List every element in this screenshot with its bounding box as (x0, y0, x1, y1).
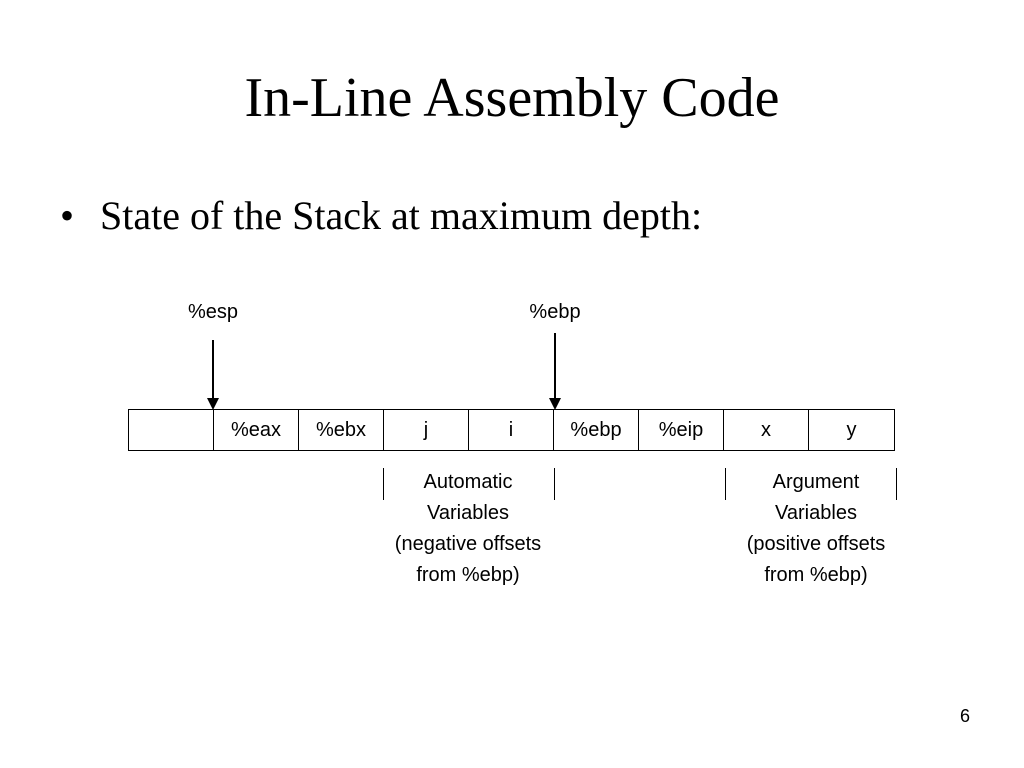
esp-arrow-head-icon (207, 398, 219, 410)
ebp-arrow-line (554, 333, 556, 398)
bullet-text: State of the Stack at maximum depth: (100, 193, 703, 238)
stack-cell (129, 410, 214, 450)
bullet-item: • State of the Stack at maximum depth: (60, 190, 702, 242)
stack-frame: %eax %ebx j i %ebp %eip x y (128, 409, 895, 451)
argument-region-left-bracket (725, 468, 726, 500)
stack-cell: x (724, 410, 809, 450)
page-number: 6 (959, 706, 970, 726)
stack-cell: %ebp (554, 410, 639, 450)
automatic-variables-label: Automatic Variables (negative offsets fr… (394, 471, 542, 586)
stack-cell: %eip (639, 410, 724, 450)
argument-variables-label: Argument Variables (positive offsets fro… (746, 471, 886, 586)
argument-region-right-bracket (896, 468, 897, 500)
stack-cell: y (846, 418, 857, 441)
automatic-region-right-bracket (554, 468, 555, 500)
bullet-icon: • (60, 193, 75, 238)
esp-arrow-line (212, 340, 214, 398)
automatic-region-left-bracket (383, 468, 384, 500)
slide-title: In-Line Assembly Code (244, 67, 780, 129)
stack-cell: %eax (214, 410, 299, 450)
stack-cell: i (469, 410, 554, 450)
esp-pointer-label: %esp (187, 301, 239, 323)
stack-cell: j (384, 410, 469, 450)
ebp-pointer-label: %ebp (529, 301, 581, 323)
stack-cell: %ebx (299, 410, 384, 450)
ebp-arrow-head-icon (549, 398, 561, 410)
